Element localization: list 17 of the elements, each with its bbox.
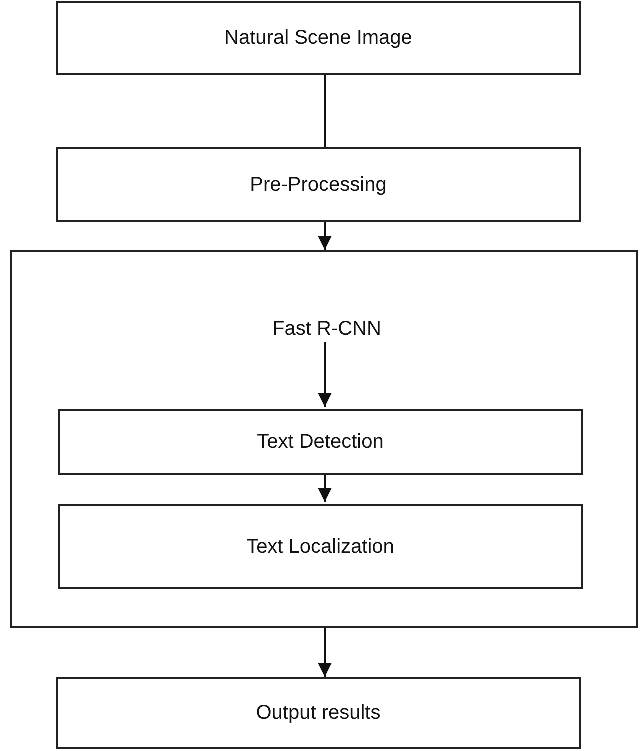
process-box (56, 677, 581, 749)
box-label: Natural Scene Image (224, 26, 412, 51)
arrow (318, 473, 332, 502)
arrow (318, 222, 332, 250)
box-label: Text Localization (246, 534, 394, 560)
box-label: Pre-Processing (250, 172, 387, 198)
process-box (56, 1, 581, 75)
process-box (56, 147, 581, 222)
arrow (318, 628, 332, 677)
group-box (10, 250, 638, 628)
arrow (318, 342, 332, 407)
process-box (58, 504, 583, 589)
box-label: Output results (256, 701, 381, 726)
process-box (58, 409, 583, 475)
connector-line (324, 75, 326, 147)
heading-text: Fast R-CNN (262, 314, 392, 344)
box-label: Text Detection (257, 430, 384, 455)
